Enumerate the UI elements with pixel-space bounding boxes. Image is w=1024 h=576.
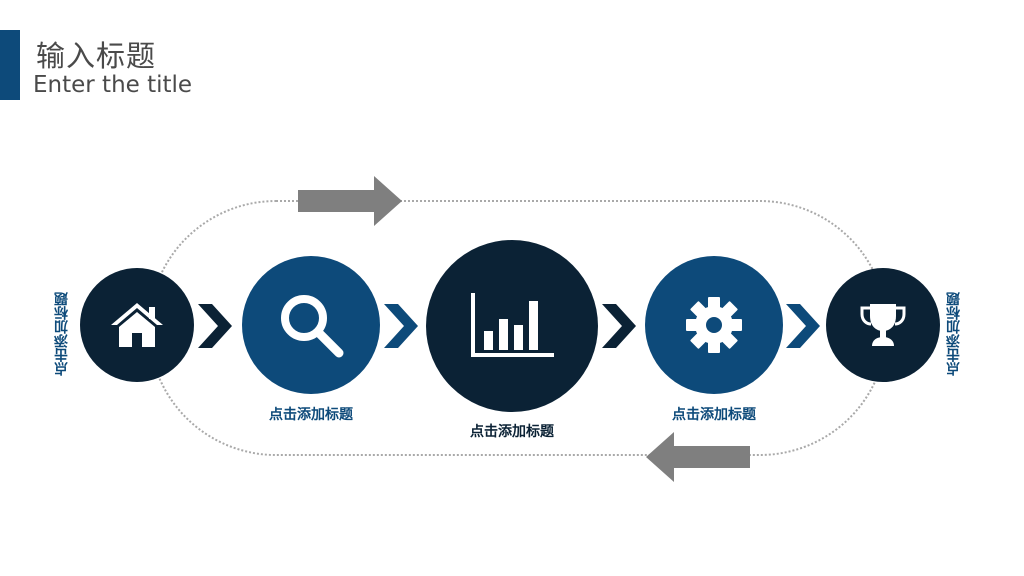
trophy-icon (860, 304, 906, 346)
step-5-label[interactable]: 点击添加标题 (946, 292, 962, 376)
home-icon (111, 303, 163, 347)
arrow-left-icon (646, 432, 750, 482)
step-3-label[interactable]: 点击添加标题 (470, 424, 554, 440)
page-subtitle[interactable]: Enter the title (33, 72, 193, 98)
page-title[interactable]: 输入标题 (36, 39, 157, 73)
step-4-label[interactable]: 点击添加标题 (672, 407, 756, 423)
step-5-circle[interactable] (826, 268, 940, 382)
step-1-circle[interactable] (80, 268, 194, 382)
chevron-right-icon (786, 304, 820, 348)
gear-icon (686, 297, 742, 353)
step-4-circle[interactable] (645, 256, 783, 394)
search-icon (281, 295, 344, 358)
step-3-circle[interactable] (426, 240, 598, 412)
arrow-right-icon (298, 176, 402, 226)
chevron-right-icon (602, 304, 636, 348)
step-2-circle[interactable] (242, 256, 380, 394)
chevron-right-icon (384, 304, 418, 348)
step-2-label[interactable]: 点击添加标题 (269, 407, 353, 423)
step-1-label[interactable]: 点击添加标题 (54, 292, 70, 376)
title-accent-bar (0, 30, 20, 100)
bar-chart-icon (471, 293, 554, 357)
chevron-right-icon (198, 304, 232, 348)
